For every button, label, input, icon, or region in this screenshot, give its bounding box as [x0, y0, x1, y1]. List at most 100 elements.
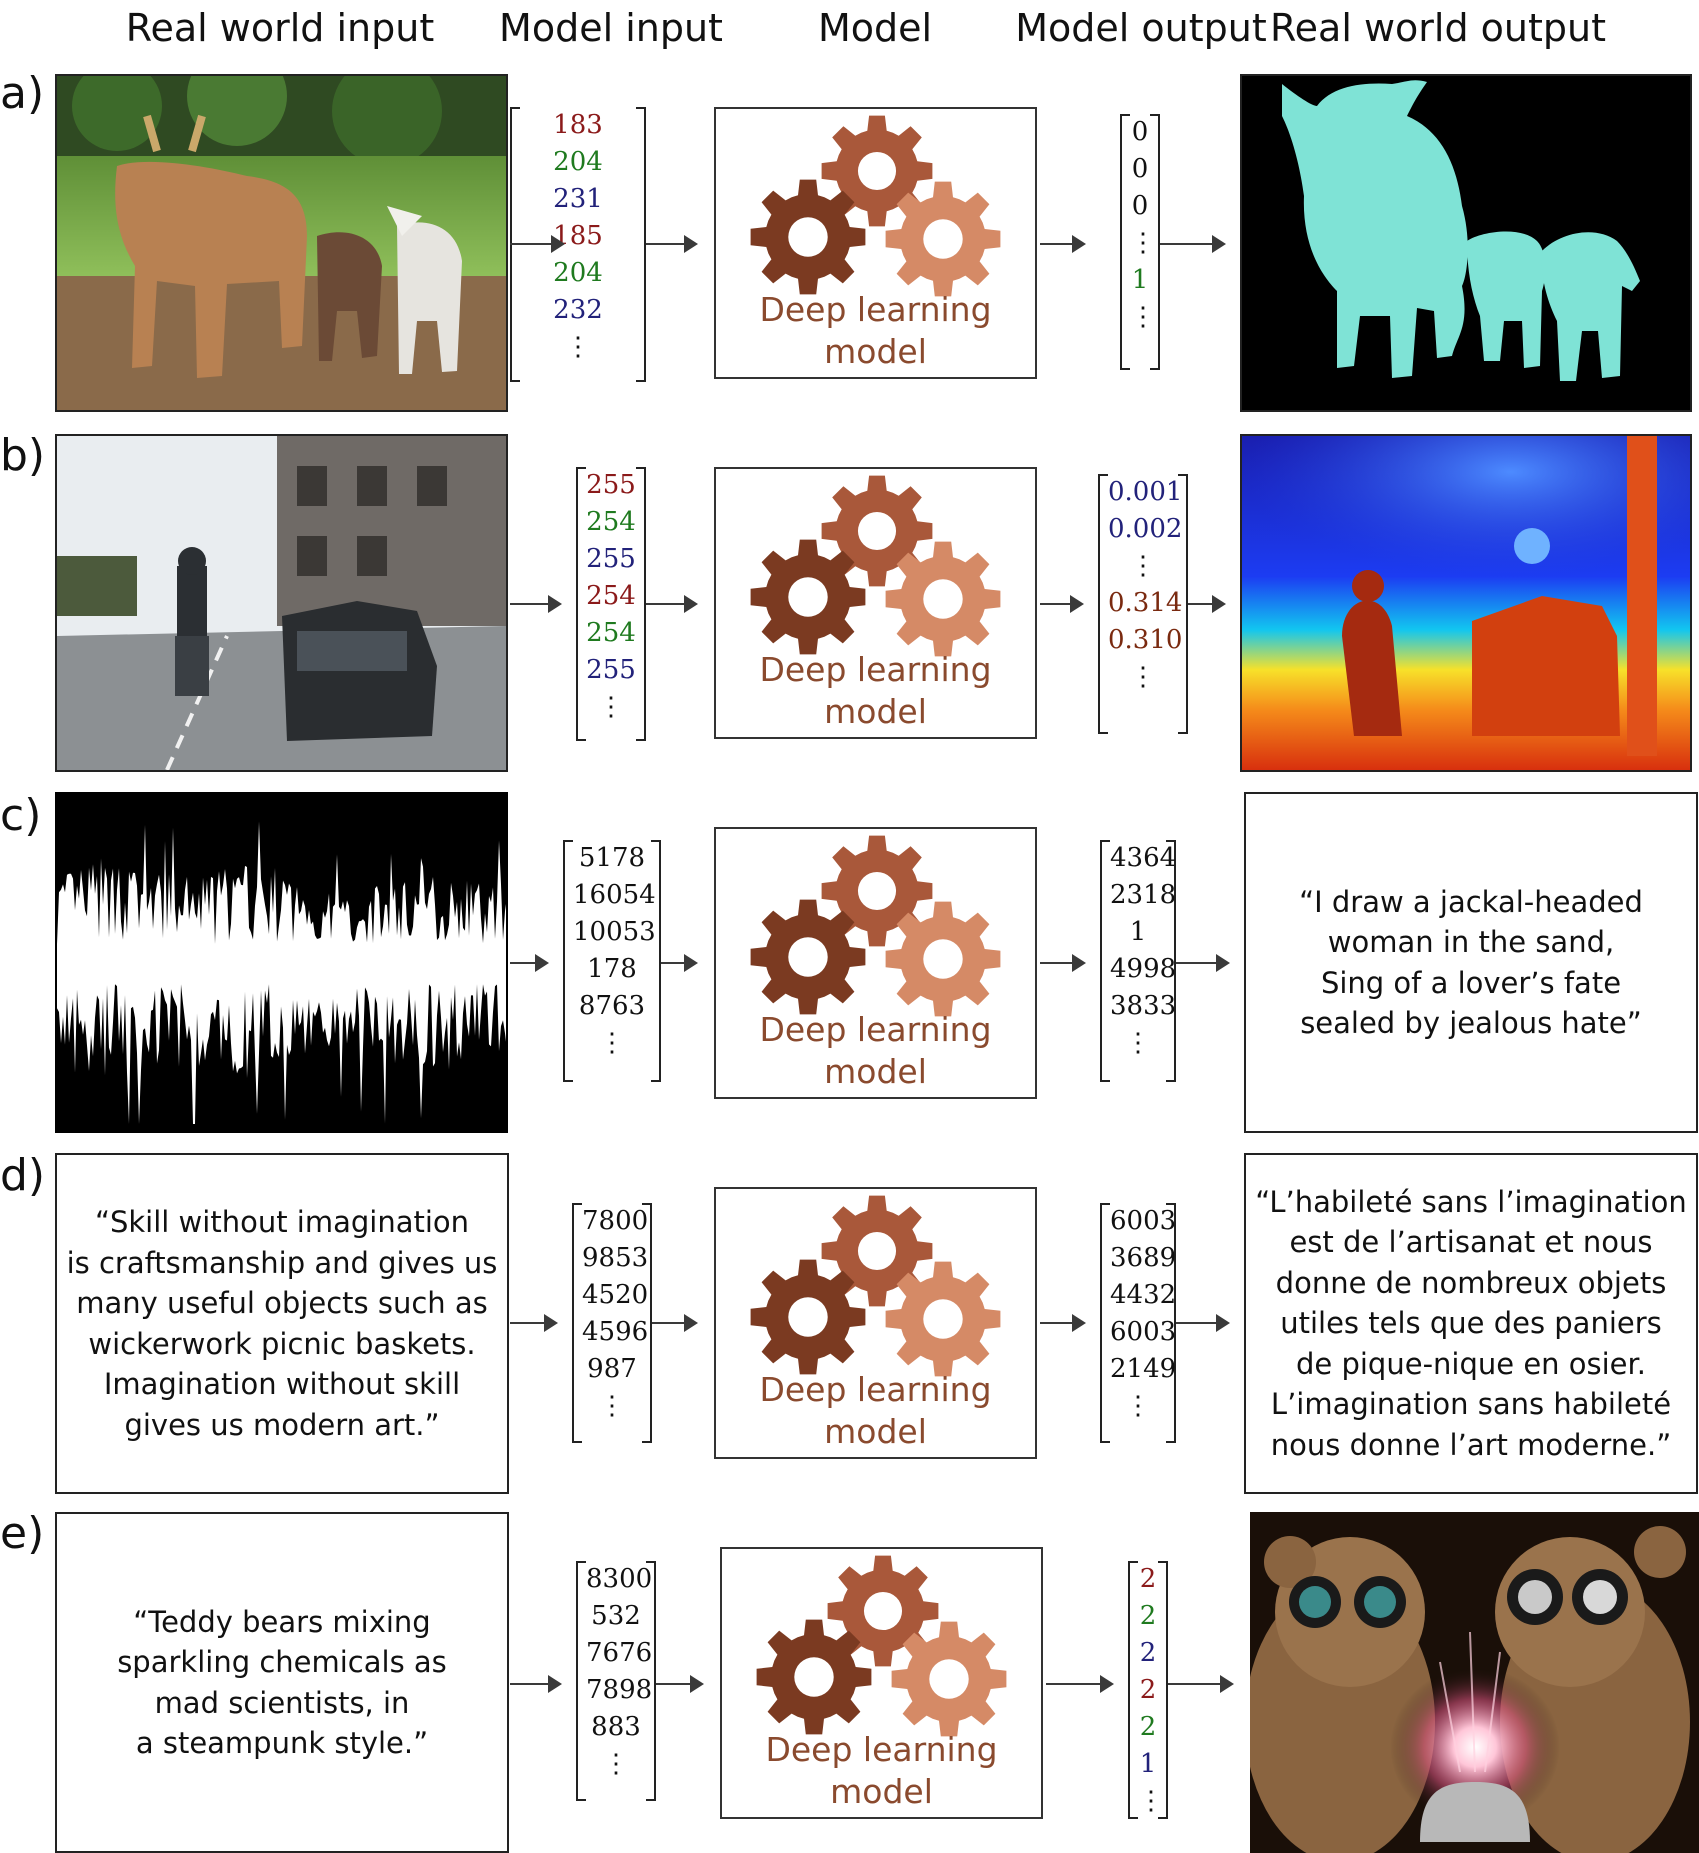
model-caption-line2: model [824, 1412, 927, 1451]
header-model: Model [817, 6, 933, 50]
gear-right-icon [885, 181, 1001, 297]
poem-line: “I draw a jackal-headed [1299, 884, 1643, 919]
vector-value: ⋮ [565, 332, 591, 362]
prompt-line: a steampunk style.” [135, 1726, 429, 1760]
vector-value: ⋮ [1130, 302, 1156, 332]
bracket-left [1100, 840, 1110, 1082]
vector-value: 255 [586, 655, 636, 685]
vector-value: 178 [587, 954, 637, 984]
prompt-line: sparkling chemicals as [117, 1645, 447, 1679]
flow-arrow [1188, 595, 1226, 613]
vector-value: 7800 [582, 1206, 649, 1236]
vector-value: 2149 [1110, 1354, 1177, 1384]
teddy-bears-image [1250, 1512, 1699, 1853]
vector-value: 255 [586, 544, 636, 574]
bracket-right [1166, 840, 1176, 1082]
vector-value: 255 [586, 470, 636, 500]
vector-value: 883 [591, 1712, 641, 1742]
vector-value: ⋮ [1130, 551, 1156, 581]
bracket-left [1128, 1561, 1138, 1819]
poem-line: Sing of a lover’s fate [1320, 965, 1622, 1000]
model-caption-line1: Deep learning [765, 1730, 998, 1769]
model-caption-line2: model [830, 1772, 933, 1811]
cow-photo [55, 74, 508, 412]
vector-value: 0.314 [1108, 588, 1183, 618]
vector-value: 3833 [1110, 991, 1177, 1021]
flow-arrow [510, 1675, 562, 1693]
quote-line: many useful objects such as [76, 1286, 488, 1320]
prompt-line: “Teddy bears mixing [133, 1604, 431, 1639]
bracket-left [1098, 474, 1108, 734]
vector-value: 2 [1139, 1564, 1157, 1594]
flow-arrow [646, 235, 698, 253]
poem-line: woman in the sand, [1327, 925, 1615, 959]
flow-arrow [1168, 1675, 1234, 1693]
vector-value: ⋮ [598, 692, 624, 722]
vector-value: 4520 [582, 1280, 649, 1310]
french-quote-box: “L’habileté sans l’imagination est de l’… [1244, 1153, 1698, 1494]
bracket-right [1150, 114, 1160, 370]
flow-arrow [510, 1314, 558, 1332]
vector-value: ⋮ [1138, 1786, 1164, 1816]
row-label-e: e) [0, 1508, 45, 1559]
model-caption-line1: Deep learning [759, 1010, 992, 1049]
model-caption-line1: Deep learning [759, 650, 992, 689]
bracket-left [1100, 1203, 1110, 1443]
quote-line: is craftsmanship and gives us [66, 1245, 498, 1280]
vector-value: 0.002 [1108, 514, 1183, 544]
vector-value: 0 [1131, 117, 1149, 147]
vector-value: 232 [553, 295, 603, 325]
quote-line: L’imagination sans habileté [1270, 1387, 1672, 1422]
vector-value: 1 [1139, 1749, 1157, 1779]
vector-value: 254 [586, 581, 636, 611]
vector-value: 0 [1131, 191, 1149, 221]
vector-value: 6003 [1110, 1317, 1177, 1347]
quote-line: Imagination without skill [103, 1367, 461, 1401]
quote-line: “Skill without imagination [94, 1205, 470, 1239]
row-label-c: c) [0, 790, 42, 841]
audio-waveform [55, 792, 508, 1133]
gears-icon [756, 1555, 1007, 1737]
vector-value: 4596 [582, 1317, 649, 1347]
quote-line: wickerwork picnic baskets. [88, 1326, 476, 1361]
bracket-right [646, 1561, 656, 1801]
vector-value: 2 [1139, 1601, 1157, 1631]
bracket-left [1120, 114, 1130, 370]
vector-value: 16054 [573, 880, 656, 910]
gears-icon [750, 835, 1001, 1017]
quote-line: “L’habileté sans l’imagination [1255, 1184, 1687, 1219]
header-model-output: Model output [1015, 6, 1267, 50]
vector-value: 987 [587, 1354, 637, 1384]
quote-line: utiles tels que des paniers [1280, 1306, 1662, 1341]
vector-value: 4998 [1110, 954, 1177, 984]
flow-arrow [656, 1675, 704, 1693]
gears-icon [750, 475, 1001, 657]
row-label-b: b) [0, 430, 46, 481]
vector-value: 254 [586, 618, 636, 648]
vector-value: 183 [553, 110, 603, 140]
model-caption-line2: model [824, 1052, 927, 1091]
gear-left-icon [750, 1259, 866, 1375]
model-caption-line1: Deep learning [759, 290, 992, 329]
vector-value: 3689 [1110, 1243, 1177, 1273]
vector-value: 1 [1129, 917, 1147, 947]
vector-value: 9853 [582, 1243, 649, 1273]
vector-value: 4432 [1110, 1280, 1177, 1310]
vector-value: 0 [1131, 154, 1149, 184]
flow-arrow [1040, 595, 1084, 613]
bracket-left [576, 467, 586, 741]
vector-value: ⋮ [603, 1749, 629, 1779]
gears-icon [750, 115, 1001, 297]
flow-arrow [652, 1314, 698, 1332]
vector-value: 231 [553, 184, 603, 214]
vector-value: ⋮ [1125, 1028, 1151, 1058]
gear-left-icon [750, 539, 866, 655]
